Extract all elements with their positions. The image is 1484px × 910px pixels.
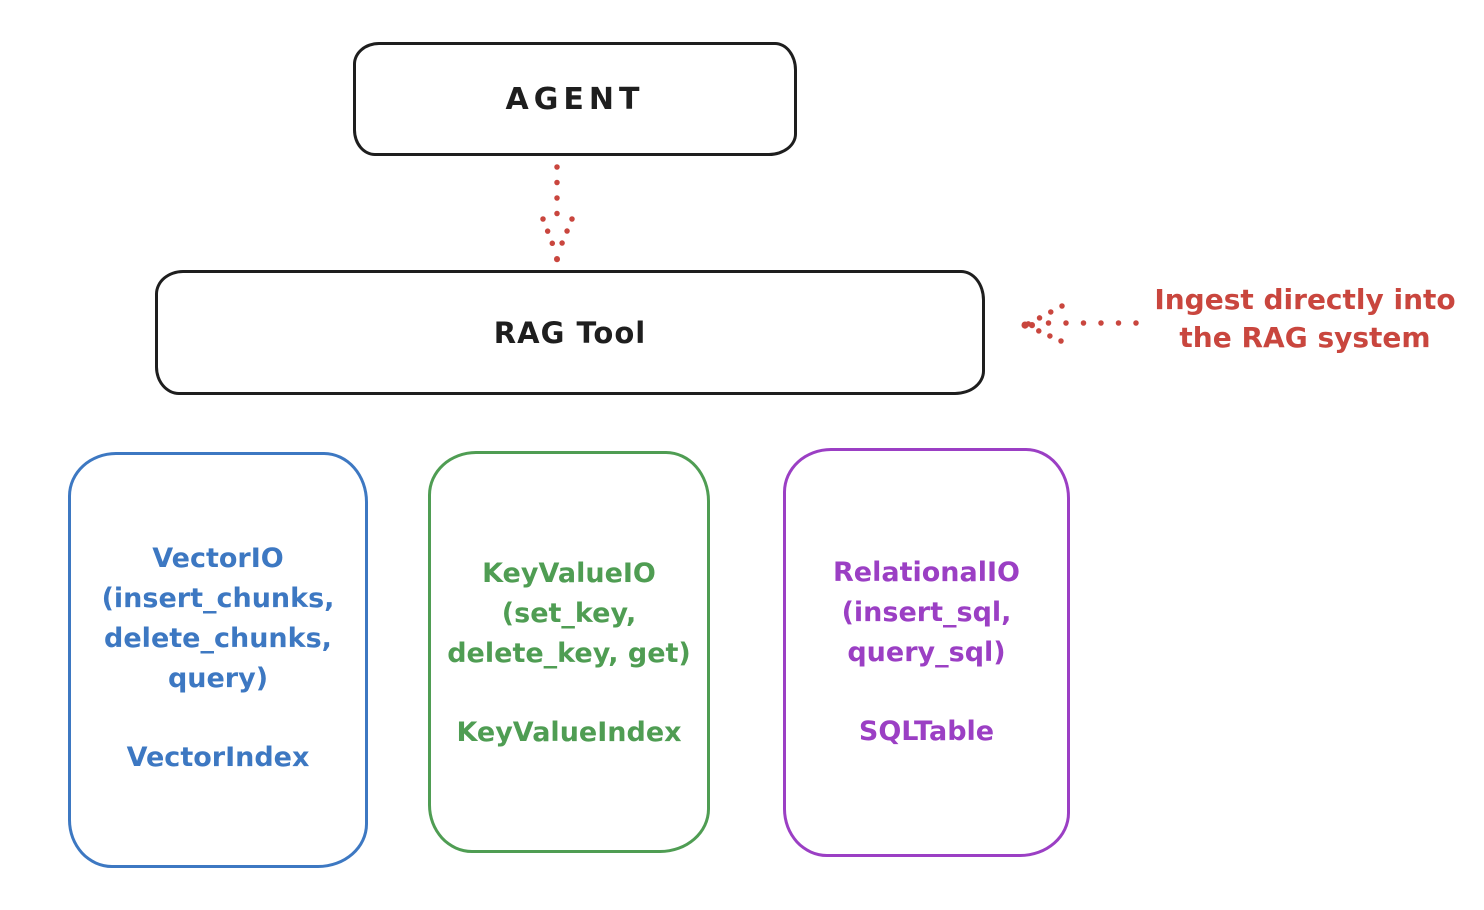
relational-io-text: RelationalIO (insert_sql, query_sql) SQL… xyxy=(786,553,1067,752)
relational-io-methods-1: (insert_sql, xyxy=(841,597,1012,628)
vector-io-methods-1: (insert_chunks, xyxy=(101,583,335,614)
keyvalue-io-methods-1: (set_key, xyxy=(501,598,637,629)
keyvalue-index-label: KeyValueIndex xyxy=(456,717,682,748)
dotted-arrow-down-icon xyxy=(540,164,575,263)
sql-table-label: SQLTable xyxy=(858,716,995,747)
keyvalue-io-title: KeyValueIO xyxy=(482,558,656,589)
vector-io-methods-3: query) xyxy=(167,663,269,694)
ingest-annotation-line-2: the RAG system xyxy=(1179,321,1431,354)
rag-tool-label: RAG Tool xyxy=(493,315,647,350)
relational-io-box: RelationalIO (insert_sql, query_sql) SQL… xyxy=(783,448,1070,857)
rag-tool-node: RAG Tool xyxy=(155,270,985,395)
vector-io-methods-2: delete_chunks, xyxy=(104,623,332,654)
vector-io-title: VectorIO xyxy=(152,543,284,574)
agent-label: AGENT xyxy=(505,81,645,117)
keyvalue-io-text: KeyValueIO (set_key, delete_key, get) Ke… xyxy=(431,554,707,753)
keyvalue-io-box: KeyValueIO (set_key, delete_key, get) Ke… xyxy=(428,451,710,853)
relational-io-title: RelationalIO xyxy=(833,557,1020,588)
vector-index-label: VectorIndex xyxy=(126,742,310,773)
ingest-annotation: Ingest directly into the RAG system xyxy=(1130,281,1480,357)
agent-node: AGENT xyxy=(353,42,797,156)
dotted-arrow-left-icon xyxy=(1021,303,1139,344)
vector-io-text: VectorIO (insert_chunks, delete_chunks, … xyxy=(71,539,365,778)
keyvalue-io-methods-2: delete_key, get) xyxy=(447,638,691,669)
ingest-annotation-line-1: Ingest directly into xyxy=(1154,283,1456,316)
vector-io-box: VectorIO (insert_chunks, delete_chunks, … xyxy=(68,452,368,868)
relational-io-methods-2: query_sql) xyxy=(847,637,1006,668)
